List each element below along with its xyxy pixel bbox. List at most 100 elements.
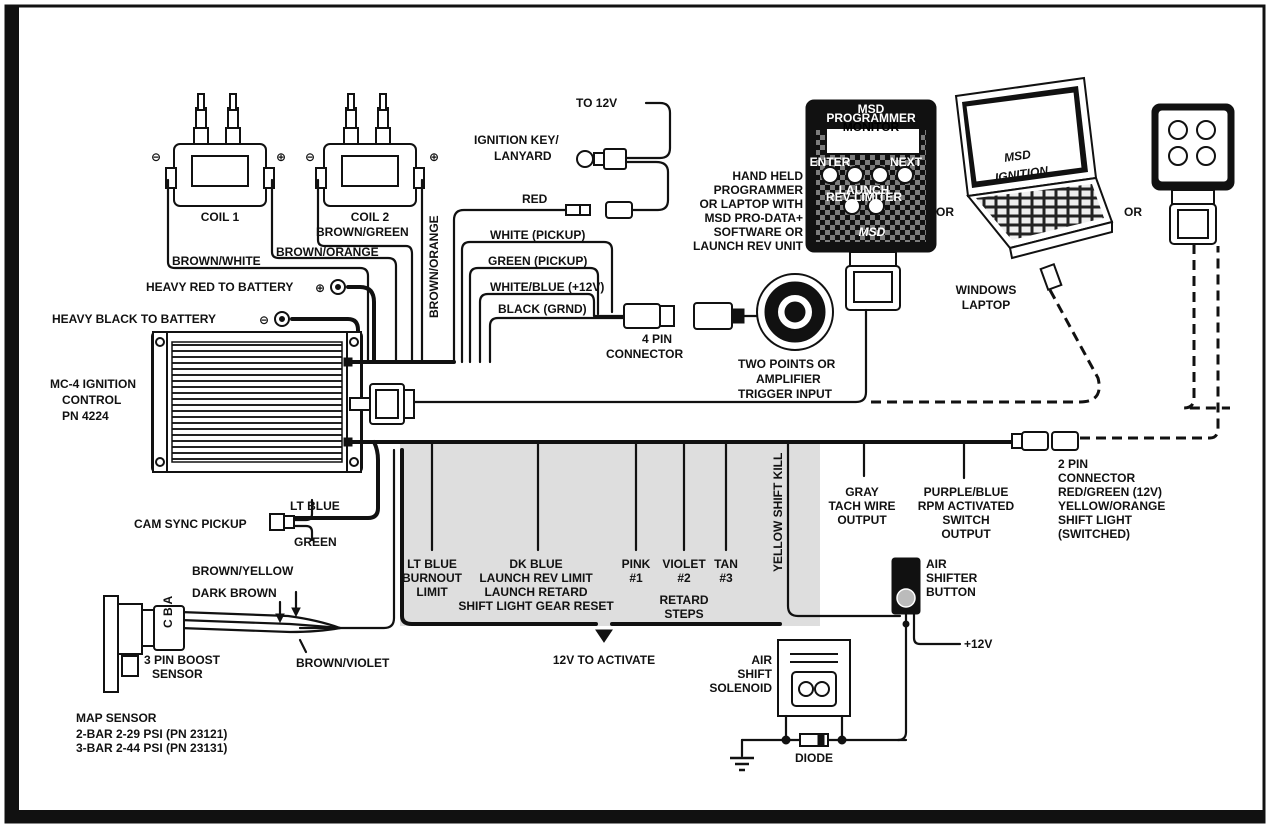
white-pickup-label: WHITE (PICKUP) [490, 228, 585, 242]
two-pin-label-4: YELLOW/ORANGE [1058, 499, 1165, 513]
two-points-label-1: TWO POINTS OR [738, 357, 836, 371]
coil-wires [166, 178, 424, 364]
mc4-label-line2: CONTROL [62, 393, 121, 407]
coil-1 [165, 93, 275, 207]
tan-label-2: #3 [719, 571, 733, 585]
output-drops [862, 440, 966, 480]
lt-blue-cam-label: LT BLUE [290, 499, 340, 513]
dk-blue-label-2: LAUNCH REV LIMIT [479, 571, 593, 585]
windows-laptop [954, 76, 1114, 292]
red-wire [452, 208, 568, 364]
ignition-key-label-1: IGNITION KEY/ [474, 133, 559, 147]
mc4-label-line3: PN 4224 [62, 409, 109, 423]
yellow-shift-label: YELLOW SHIFT KILL [771, 453, 785, 572]
dk-blue-label-1: DK BLUE [509, 557, 562, 571]
programmer-label-2: PROGRAMMER [714, 183, 804, 197]
boost-sensor-label-2: SENSOR [152, 667, 203, 681]
air-shifter-label-2: SHIFTER [926, 571, 978, 585]
air-shifter-label-1: AIR [926, 557, 947, 571]
violet-label-2: #2 [677, 571, 691, 585]
ignition-key-label-2: LANYARD [494, 149, 552, 163]
or-label-2: OR [1124, 205, 1142, 219]
dark-brown-label: DARK BROWN [192, 586, 277, 600]
violet-label-1: VIOLET [662, 557, 706, 571]
programmer-unit [410, 99, 937, 404]
boost-sensor-wires [178, 590, 342, 654]
heavy-red-label: HEAVY RED TO BATTERY [146, 280, 293, 294]
diode-circuit [730, 620, 910, 772]
laptop-dashed-link [866, 289, 1101, 404]
lt-blue-burnout-1: LT BLUE [407, 557, 457, 571]
programmer-label-3: OR LAPTOP WITH [699, 197, 803, 211]
gray-tach-label-1: GRAY [845, 485, 879, 499]
wire-brown-white-label: BROWN/WHITE [172, 254, 261, 268]
programmer-label-4: MSD PRO-DATA+ [704, 211, 803, 225]
programmer-title-2: PROGRAMMER [826, 111, 916, 125]
page-frame [4, 4, 1266, 824]
dk-blue-label-4: SHIFT LIGHT GEAR RESET [458, 599, 614, 613]
laptop-logo-msd: MSD [1003, 147, 1032, 165]
map-sensor [103, 595, 185, 693]
two-pin-label-6: (SWITCHED) [1058, 527, 1130, 541]
air-shift-sol-label-3: SOLENOID [709, 681, 772, 695]
brown-yellow-label: BROWN/YELLOW [192, 564, 294, 578]
air-shift-solenoid [777, 639, 851, 742]
mc4-label-line1: MC-4 IGNITION [50, 377, 136, 391]
enter-key-label: ENTER [810, 155, 851, 169]
red-wire-label: RED [522, 192, 548, 206]
four-pin-label-2: CONNECTOR [606, 347, 683, 361]
cam-sync-label: CAM SYNC PICKUP [134, 517, 247, 531]
db-connector [349, 383, 415, 425]
purple-blue-label-4: OUTPUT [941, 527, 991, 541]
map-sensor-label-2: 2-BAR 2-29 PSI (PN 23121) [76, 727, 227, 741]
four-pin-label-1: 4 PIN [642, 332, 672, 346]
programmer-label-6: LAUNCH REV UNIT [693, 239, 804, 253]
two-pin-label-1: 2 PIN [1058, 457, 1088, 471]
gray-tach-label-3: OUTPUT [837, 513, 887, 527]
shift-light-dashed-link [1080, 246, 1220, 440]
green-pickup-label: GREEN (PICKUP) [488, 254, 587, 268]
programmer-label-5: SOFTWARE OR [714, 225, 804, 239]
diode-label: DIODE [795, 751, 833, 765]
lt-blue-burnout-2: BURNOUT [402, 571, 463, 585]
to-12v-wire [624, 101, 672, 160]
retard-steps-2: STEPS [664, 607, 703, 621]
brown-violet-label: BROWN/VIOLET [296, 656, 390, 670]
two-pin-label-5: SHIFT LIGHT [1058, 513, 1133, 527]
programmer-logo: MSD [859, 225, 886, 239]
two-pin-label-3: RED/GREEN (12V) [1058, 485, 1162, 499]
coil-2-minus-icon: ⊖ [305, 150, 315, 164]
four-pin-connector [623, 302, 745, 330]
two-points-label-3: TRIGGER INPUT [738, 387, 833, 401]
launch-unit-dashed-link [1183, 244, 1230, 410]
pickup-wires [460, 240, 626, 364]
wire-brown-orange-vertical-label: BROWN/ORANGE [427, 215, 441, 318]
lt-blue-burnout-3: LIMIT [416, 585, 448, 599]
map-sensor-label-3: 3-BAR 2-44 PSI (PN 23131) [76, 741, 227, 755]
pink-label-1: PINK [622, 557, 651, 571]
windows-laptop-label-1: WINDOWS [956, 283, 1017, 297]
cam-sync-wire [280, 440, 380, 520]
air-shifter-label-3: BUTTON [926, 585, 976, 599]
heavy-black-label: HEAVY BLACK TO BATTERY [52, 312, 216, 326]
black-grnd-label: BLACK (GRND) [498, 302, 587, 316]
wire-brown-green-label: BROWN/GREEN [316, 225, 409, 239]
coil-2 [315, 93, 425, 207]
two-pin-label-2: CONNECTOR [1058, 471, 1135, 485]
activate-label: 12V TO ACTIVATE [553, 653, 655, 667]
coil-1-minus-icon: ⊖ [151, 150, 161, 164]
programmer-label-1: HAND HELD [732, 169, 803, 183]
plus-terminal-icon: ⊕ [315, 281, 325, 295]
two-pin-connector [1011, 431, 1079, 451]
pink-label-2: #1 [629, 571, 643, 585]
gray-tach-label-2: TACH WIRE [828, 499, 895, 513]
wire-brown-orange-label: BROWN/ORANGE [276, 245, 379, 259]
minus-terminal-icon: ⊖ [259, 313, 269, 327]
white-blue-label: WHITE/BLUE (+12V) [490, 280, 604, 294]
coil-2-label: COIL 2 [351, 210, 390, 224]
tan-label-1: TAN [714, 557, 738, 571]
or-label-1: OR [936, 205, 954, 219]
launch-rev-unit [1151, 103, 1235, 245]
green-cam-label: GREEN [294, 535, 337, 549]
